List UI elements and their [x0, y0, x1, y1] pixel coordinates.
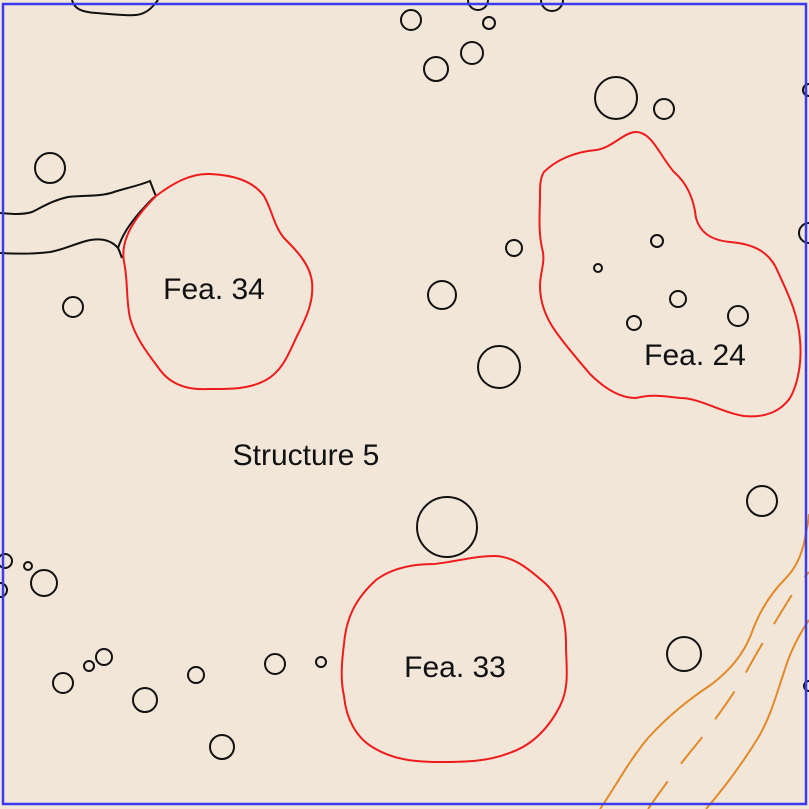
- structure-label: Structure 5: [233, 439, 380, 472]
- posthole: [798, 222, 809, 244]
- posthole: [460, 41, 484, 65]
- posthole: [416, 496, 478, 558]
- stream-bank-east: [705, 619, 809, 809]
- posthole: [505, 239, 523, 257]
- feature-34-outline: [122, 172, 314, 391]
- posthole: [746, 485, 778, 517]
- posthole: [132, 687, 158, 713]
- posthole: [0, 553, 13, 569]
- posthole: [23, 561, 33, 571]
- feature-33-label: Fea. 33: [404, 651, 506, 684]
- posthole: [669, 290, 687, 308]
- posthole: [427, 280, 457, 310]
- posthole: [626, 315, 642, 331]
- feature-34-label: Fea. 34: [163, 273, 265, 306]
- posthole: [593, 263, 603, 273]
- posthole: [482, 16, 496, 30]
- posthole: [315, 656, 327, 668]
- posthole: [727, 305, 749, 327]
- stream-centerline: [647, 571, 809, 809]
- posthole: [802, 83, 809, 97]
- posthole: [95, 648, 113, 666]
- posthole: [0, 582, 8, 598]
- posthole: [83, 660, 95, 672]
- posthole: [803, 680, 809, 692]
- posthole: [400, 9, 422, 31]
- posthole: [540, 0, 564, 12]
- posthole: [30, 569, 58, 597]
- feature-24-outline: [538, 130, 802, 418]
- posthole: [52, 672, 74, 694]
- posthole: [187, 666, 205, 684]
- posthole: [666, 636, 702, 672]
- posthole: [477, 345, 521, 389]
- posthole: [34, 152, 66, 184]
- posthole: [62, 296, 84, 318]
- feature-33-outline: [340, 554, 568, 764]
- posthole: [467, 0, 489, 11]
- posthole: [264, 653, 286, 675]
- posthole: [650, 234, 664, 248]
- posthole: [209, 734, 235, 760]
- feature-24-label: Fea. 24: [644, 339, 746, 372]
- top-left-pit-outline: [71, 0, 159, 17]
- posthole: [594, 76, 638, 120]
- postholes: [0, 0, 809, 760]
- posthole: [423, 56, 449, 82]
- posthole: [653, 98, 675, 120]
